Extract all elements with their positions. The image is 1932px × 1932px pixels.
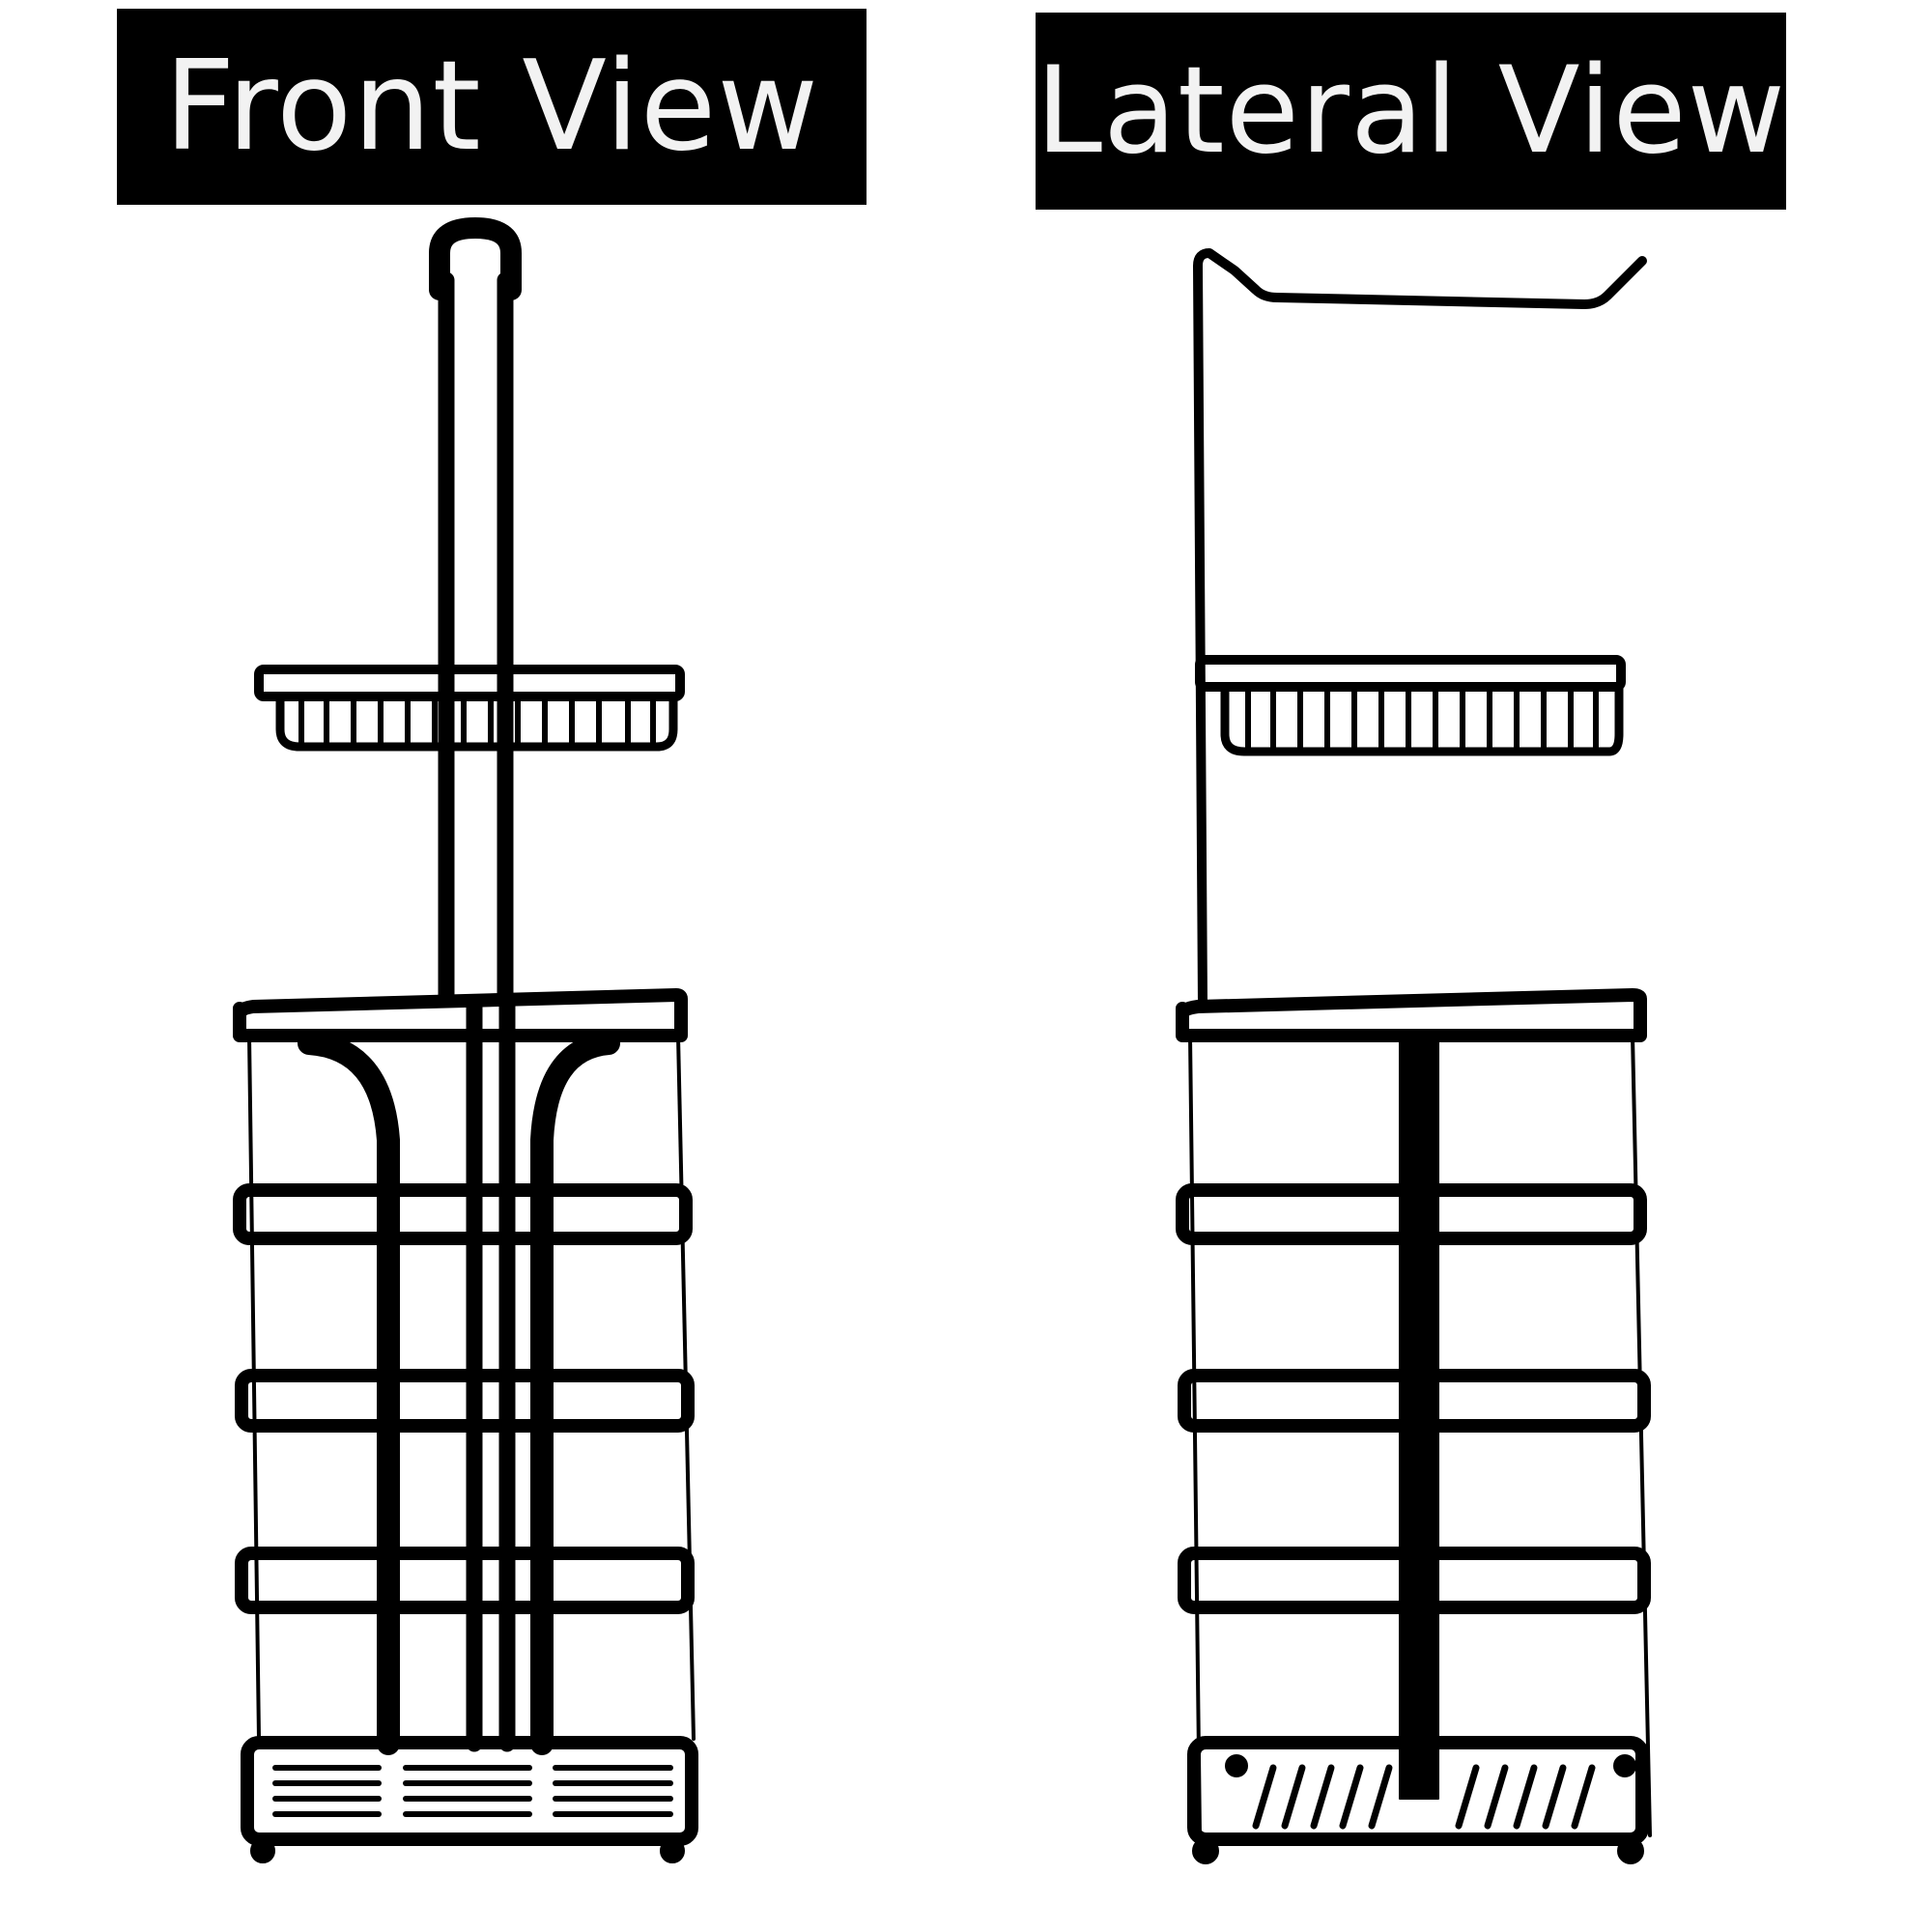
front-shelf-3: [235, 1547, 695, 1614]
front-bottom-tray: [241, 1736, 698, 1846]
lateral-top-frame: [1176, 988, 1647, 1042]
front-top-hook: [429, 217, 522, 300]
front-shelf-2: [235, 1369, 695, 1433]
front-left-arch: [298, 1032, 400, 1755]
front-view-label: Front View: [117, 9, 867, 205]
front-upper-basket-rim: [254, 665, 685, 701]
lateral-foot-left: [1192, 1837, 1219, 1864]
lateral-shelf-2: [1178, 1369, 1651, 1433]
front-right-arch: [530, 1032, 620, 1755]
lateral-shelf-1: [1176, 1183, 1647, 1245]
lateral-upper-basket-rim: [1195, 655, 1626, 692]
front-foot-left: [250, 1838, 275, 1863]
lateral-bottom-tray: [1187, 1736, 1649, 1846]
front-foot-right: [660, 1838, 685, 1863]
lateral-foot-right: [1617, 1837, 1644, 1864]
front-upper-basket-body: [275, 692, 678, 752]
front-top-frame: [233, 988, 688, 1042]
lateral-view-label: Lateral View: [1036, 13, 1786, 210]
lateral-upright: [1193, 248, 1647, 1009]
lateral-upper-basket-body: [1220, 682, 1624, 756]
lateral-shelf-3: [1178, 1547, 1651, 1614]
lateral-center-column: [1399, 1035, 1439, 1800]
front-shelf-1: [233, 1183, 693, 1245]
lateral-view-stand-icon: [1176, 248, 1652, 1864]
front-view-stand-icon: [233, 217, 698, 1863]
